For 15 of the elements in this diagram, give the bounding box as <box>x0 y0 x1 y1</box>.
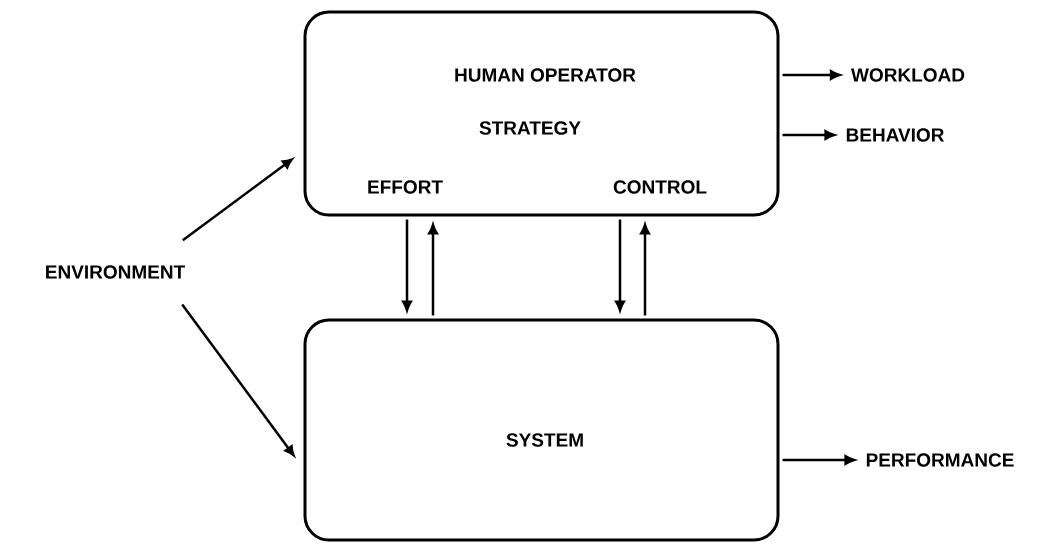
output-label: PERFORMANCE <box>866 453 1014 467</box>
arrow <box>181 303 295 457</box>
arrow <box>782 70 841 80</box>
process-box: SYSTEM <box>303 318 780 542</box>
arrow <box>782 130 836 140</box>
arrow <box>782 455 856 465</box>
arrow <box>615 219 625 312</box>
arrow <box>428 223 438 316</box>
output-label: ENVIRONMENT <box>46 265 185 279</box>
arrow <box>182 158 293 242</box>
output-label: BEHAVIOR <box>846 128 945 142</box>
process-box: HUMAN OPERATOR STRATEGY EFFORT CONTROL <box>303 10 780 217</box>
arrow <box>402 219 412 312</box>
output-label: WORKLOAD <box>851 68 965 82</box>
arrow <box>640 223 650 316</box>
